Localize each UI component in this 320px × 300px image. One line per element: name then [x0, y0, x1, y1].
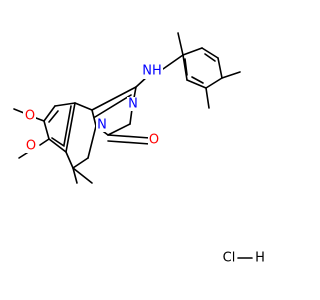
bond [72, 167, 78, 184]
amine-nh-label: NH [142, 64, 162, 79]
bond [182, 54, 188, 81]
bond [91, 86, 137, 111]
hcl-salt: Cl H [223, 251, 265, 266]
salt-chlorine-label: Cl [223, 251, 236, 266]
bond [107, 123, 131, 136]
bond [217, 57, 223, 79]
bond [201, 47, 219, 59]
atom-label-layer: NH N N O O O [23, 64, 163, 154]
bond [177, 32, 184, 56]
bond-layer [13, 32, 241, 184]
methoxy-o1-label: O [25, 109, 35, 124]
bond [94, 94, 132, 118]
bond [204, 53, 216, 62]
bond [65, 151, 74, 169]
bond [182, 47, 203, 56]
bond [72, 167, 93, 184]
bond [162, 54, 184, 70]
methoxy-o2-label: O [26, 139, 36, 154]
bond [43, 120, 50, 140]
bond [191, 76, 204, 84]
bond [51, 137, 65, 147]
bond [133, 86, 137, 99]
bond [63, 105, 72, 146]
bond [107, 140, 151, 145]
bond [39, 138, 50, 146]
bond [65, 102, 76, 153]
ring-n2-label: N [97, 118, 107, 133]
bond [35, 117, 45, 122]
bond [87, 125, 97, 159]
bond [205, 77, 223, 89]
bond [205, 87, 210, 109]
structure-diagram: NH N N O O O Cl H [13, 32, 265, 266]
carbonyl-o-label: O [149, 133, 159, 148]
bond [91, 109, 97, 127]
bond [107, 134, 151, 139]
bond [129, 108, 133, 125]
bond [54, 102, 76, 107]
molecule-canvas: NH N N O O O Cl H [13, 32, 265, 266]
bond [43, 105, 56, 122]
bond [48, 110, 59, 123]
bond [48, 138, 67, 153]
salt-hydrogen-label: H [255, 251, 265, 266]
bond [74, 102, 93, 111]
bond [13, 108, 25, 114]
bond [72, 157, 89, 169]
bond [221, 71, 241, 79]
bond [186, 79, 207, 89]
ring-n1-label: N [128, 97, 138, 112]
bond [184, 58, 188, 76]
